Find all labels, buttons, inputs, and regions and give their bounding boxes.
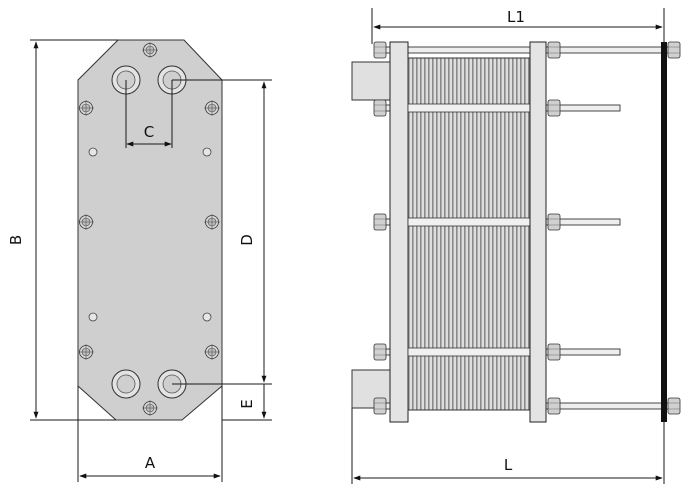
dimension-l1: L1 — [371, 8, 665, 44]
pressure-plate — [529, 41, 547, 423]
dim-label-e: E — [238, 399, 256, 408]
nozzle-top — [351, 61, 391, 101]
dimension-b: B — [7, 39, 118, 421]
dimension-e: E — [222, 384, 272, 421]
guide-holes — [88, 147, 212, 322]
dim-label-l: L — [504, 456, 513, 474]
dim-label-a: A — [145, 454, 156, 472]
dimension-d: D — [172, 79, 272, 385]
support-column — [661, 42, 667, 422]
front-view: C B D E A — [7, 39, 272, 482]
dimension-a: A — [77, 386, 223, 482]
fixed-frame-plate — [389, 41, 409, 423]
port-bottom-left — [111, 369, 141, 399]
dim-label-c: C — [144, 123, 154, 141]
dim-label-l1: L1 — [507, 8, 525, 26]
front-plate — [77, 39, 223, 421]
dim-label-b: B — [7, 235, 25, 245]
dim-label-d: D — [238, 234, 256, 246]
dimension-l: L — [351, 408, 665, 484]
dimension-c: C — [125, 80, 173, 148]
side-view: L1 L — [351, 8, 681, 484]
